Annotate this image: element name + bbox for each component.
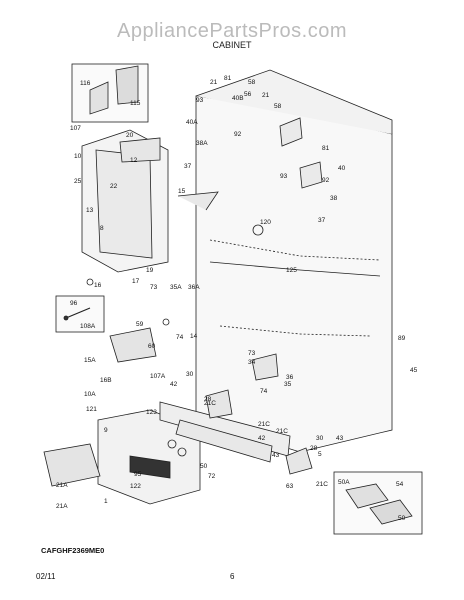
part-label: 25 <box>74 178 82 185</box>
part-label: 45 <box>410 367 418 374</box>
part-label: 21 <box>210 79 218 86</box>
part-label: 43 <box>272 452 280 459</box>
part-label: 92 <box>322 177 330 184</box>
part-label: 93 <box>280 173 288 180</box>
part-label: 107 <box>70 125 81 132</box>
part-label: 120 <box>260 219 271 226</box>
section-title: CABINET <box>212 40 252 50</box>
part-label: 1 <box>104 498 108 505</box>
part-label: 16B <box>100 377 112 384</box>
part-label: 15 <box>178 188 186 195</box>
part-label: 35 <box>284 381 292 388</box>
part-label: 30 <box>316 435 324 442</box>
control-panel <box>97 409 201 505</box>
part-label: 14 <box>190 333 198 340</box>
part-label: 38A <box>196 140 208 147</box>
part-label: 96 <box>70 300 78 307</box>
part-number-labels: 116115107201012252213819171696108A6015A1… <box>56 75 418 522</box>
watermark-title: AppliancePartsPros.com <box>117 20 347 42</box>
part-label: 58 <box>248 79 256 86</box>
part-label: 21 <box>262 92 270 99</box>
part-label: 22 <box>110 183 118 190</box>
part-label: 73 <box>248 350 256 357</box>
part-label: 121 <box>86 406 97 413</box>
part-label: 21A <box>56 482 68 489</box>
part-label: 21C <box>204 400 216 407</box>
part-label: 54 <box>396 481 404 488</box>
part-label: 92 <box>234 131 242 138</box>
callout-box-sensor <box>55 295 105 333</box>
part-label: 36A <box>188 284 200 291</box>
part-label: 9 <box>104 427 108 434</box>
part-label: 81 <box>322 145 330 152</box>
part-label: 21C <box>258 421 270 428</box>
part-label: 12 <box>130 157 138 164</box>
part-label: 50 <box>200 463 208 470</box>
part-label: 42 <box>170 381 178 388</box>
part-label: 63 <box>286 483 294 490</box>
part-label: 5 <box>318 451 322 458</box>
part-label: 123 <box>146 409 157 416</box>
part-label: 40 <box>338 165 346 172</box>
footer-date: 02/11 <box>36 572 56 581</box>
part-label: 38 <box>330 195 338 202</box>
part-label: 95 <box>134 471 142 478</box>
part-label: 72 <box>208 473 216 480</box>
part-label: 21C <box>316 481 328 488</box>
part-label: 21C <box>276 428 288 435</box>
part-label: 21A <box>56 503 68 510</box>
part-label: 35A <box>170 284 182 291</box>
part-label: 28 <box>204 396 212 403</box>
part-label: 73 <box>150 284 158 291</box>
part-label: 13 <box>86 207 94 214</box>
part-label: 40A <box>186 119 198 126</box>
part-label: 74 <box>260 388 268 395</box>
part-label: 107A <box>150 373 166 380</box>
part-label: 50A <box>338 479 350 486</box>
part-label: 125 <box>286 267 297 274</box>
part-label: 42 <box>258 435 266 442</box>
part-label: 43 <box>336 435 344 442</box>
part-label: 30 <box>186 371 194 378</box>
part-label: 37 <box>318 217 326 224</box>
part-label: 60 <box>148 343 156 350</box>
part-label: 34 <box>248 359 256 366</box>
part-label: 81 <box>224 75 232 82</box>
part-label: 36 <box>286 374 294 381</box>
part-label: 19 <box>146 267 154 274</box>
part-label: 50 <box>398 515 406 522</box>
part-label: 28 <box>310 445 318 452</box>
part-label: 74 <box>176 334 184 341</box>
part-label: 16 <box>94 282 102 289</box>
part-label: 122 <box>130 483 141 490</box>
part-label: 116 <box>80 80 91 87</box>
part-label: 20 <box>126 132 134 139</box>
part-label: 37 <box>184 163 192 170</box>
cabinet-top <box>195 69 393 134</box>
part-label: 10A <box>84 391 96 398</box>
part-label: 108A <box>80 323 96 330</box>
part-label: 17 <box>132 278 140 285</box>
part-label: 115 <box>130 100 141 107</box>
part-label: 15A <box>84 357 96 364</box>
footer-page: 6 <box>230 572 235 581</box>
part-label: 89 <box>398 335 406 342</box>
part-label: 58 <box>274 103 282 110</box>
part-label: 40B <box>232 95 244 102</box>
part-label: 10 <box>74 153 82 160</box>
part-label: 8 <box>100 225 104 232</box>
part-label: 56 <box>244 91 252 98</box>
part-label: 59 <box>136 321 144 328</box>
diagram-code: CAFGHF2369ME0 <box>41 546 105 555</box>
part-label: 93 <box>196 97 204 104</box>
